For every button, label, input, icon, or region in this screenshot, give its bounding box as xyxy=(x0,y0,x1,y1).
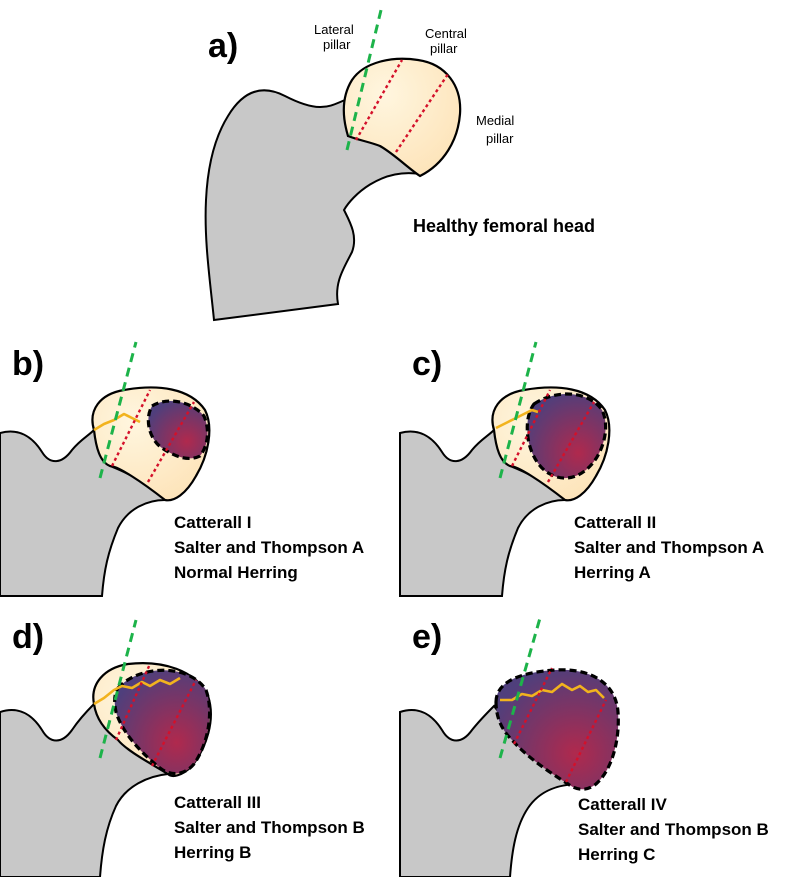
panel-e-letter: e) xyxy=(412,618,442,656)
panel-a-lateral-label-2: pillar xyxy=(323,37,351,52)
panel-a-central-label-2: pillar xyxy=(430,41,458,56)
panel-a-central-medial-divider xyxy=(395,73,449,153)
panel-d: d) Catterall III Salter and Thompson B H… xyxy=(0,618,365,877)
panel-d-caption-line-1: Catterall III xyxy=(174,793,261,812)
panel-e-caption-line-3: Herring C xyxy=(578,845,655,864)
panel-d-lateral-pillar-line xyxy=(98,619,138,759)
panel-a-central-label-1: Central xyxy=(425,26,467,41)
panel-e-lateral-pillar-line xyxy=(498,617,542,759)
panel-c-caption-line-1: Catterall II xyxy=(574,513,656,532)
panel-b-caption-line-1: Catterall I xyxy=(174,513,251,532)
panel-c-collapse-line xyxy=(495,408,539,430)
panel-d-caption-line-2: Salter and Thompson B xyxy=(174,818,365,837)
panel-e-caption-line-2: Salter and Thompson B xyxy=(578,820,769,839)
panel-e-caption-line-1: Catterall IV xyxy=(578,795,667,814)
panel-b-letter: b) xyxy=(12,345,44,383)
panel-c-letter: c) xyxy=(412,345,442,383)
panel-d-letter: d) xyxy=(12,618,44,656)
panel-d-necrosis xyxy=(113,668,212,776)
panel-b-lateral-central-divider xyxy=(110,389,152,467)
panel-a-caption: Healthy femoral head xyxy=(413,216,595,236)
panel-c-lateral-pillar-line xyxy=(498,341,538,479)
panel-e-collapse-line xyxy=(500,682,605,702)
panel-c-necrosis xyxy=(525,392,608,480)
panel-a: a) Lateral pillar Central pillar Medial … xyxy=(204,5,595,322)
panel-a-femoral-head xyxy=(342,57,462,178)
panel-a-medial-label-1: Medial xyxy=(476,113,514,128)
panel-b: b) Catterall I Salter and Thompson A Nor… xyxy=(0,341,364,597)
panel-b-collapse-line xyxy=(93,412,141,432)
panel-c-lateral-central-divider xyxy=(510,389,552,467)
panel-a-letter: a) xyxy=(208,27,238,65)
panel-d-lateral-central-divider xyxy=(114,663,152,741)
panel-c: c) Catterall II Salter and Thompson A He… xyxy=(399,341,764,597)
panel-a-lateral-pillar-line xyxy=(345,5,384,151)
panel-a-medial-label-2: pillar xyxy=(486,131,514,146)
panel-e-lateral-central-divider xyxy=(512,667,554,745)
panel-a-lateral-label-1: Lateral xyxy=(314,22,354,37)
panel-c-caption-line-2: Salter and Thompson A xyxy=(574,538,764,557)
panel-e: e) Catterall IV Salter and Thompson B He… xyxy=(399,617,769,877)
panel-b-lateral-pillar-line xyxy=(98,341,138,479)
panel-b-caption-line-3: Normal Herring xyxy=(174,563,298,582)
panel-d-central-medial-divider xyxy=(150,679,198,767)
panel-b-caption-line-2: Salter and Thompson A xyxy=(174,538,364,557)
panel-d-caption-line-3: Herring B xyxy=(174,843,251,862)
panel-a-femoral-neck xyxy=(204,89,423,322)
panel-d-collapse-line xyxy=(93,676,181,706)
panel-e-necrosis xyxy=(494,668,620,791)
panel-c-caption-line-3: Herring A xyxy=(574,563,651,582)
